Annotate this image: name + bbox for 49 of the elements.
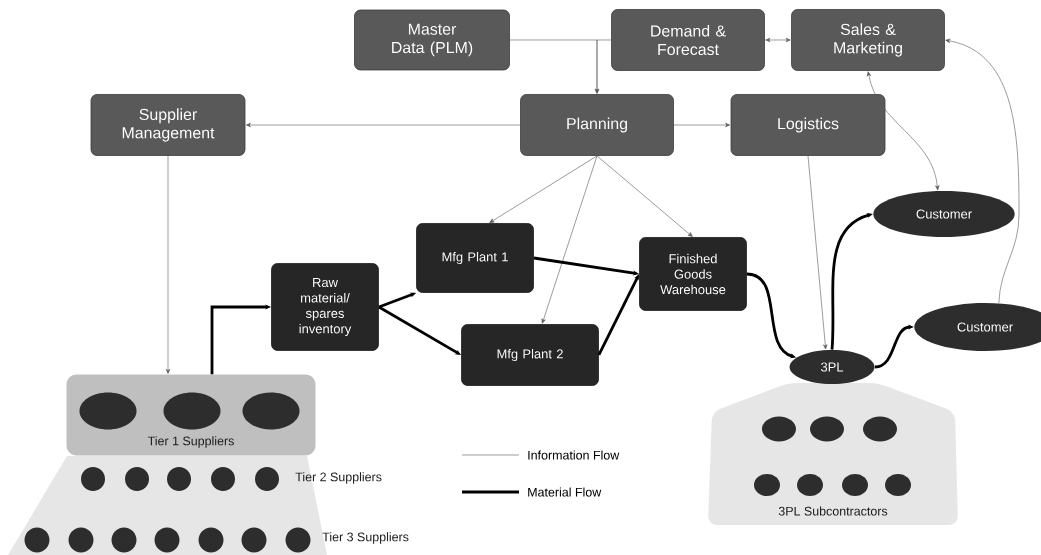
process-box: Master Data (PLM) <box>354 9 510 71</box>
process-box: Sales & Marketing <box>791 9 945 71</box>
process-box: Logistics <box>730 94 886 156</box>
supplier-ellipse <box>198 527 224 553</box>
process-box: Mfg Plant 2 <box>461 324 599 386</box>
arrow <box>245 122 521 128</box>
supplier-ellipse <box>211 467 235 491</box>
process-box: Raw material/ spares inventory <box>271 263 379 351</box>
arrow <box>866 71 940 191</box>
supplier-ellipse <box>797 474 823 496</box>
supplier-ellipse <box>167 467 191 491</box>
arrow <box>945 38 1020 304</box>
supplier-ellipse <box>242 392 300 430</box>
process-box: Finished Goods Warehouse <box>639 237 747 311</box>
supplier-ellipse <box>762 416 796 442</box>
supplier-ellipse <box>255 467 279 491</box>
arrow <box>597 274 640 356</box>
legend-label: Information Flow <box>528 450 620 460</box>
supplier-ellipse <box>79 392 137 430</box>
arrow <box>765 37 791 43</box>
supplier-ellipse <box>68 527 94 553</box>
supplier-ellipse <box>154 527 180 553</box>
supplier-ellipse <box>810 416 844 442</box>
process-box: Demand & Forecast <box>611 9 765 71</box>
supplier-ellipse <box>163 392 221 430</box>
supplier-ellipse <box>842 474 868 496</box>
arrow <box>541 155 598 324</box>
supplier-ellipse <box>241 527 267 553</box>
arrow <box>594 39 612 94</box>
process-box: Supplier Management <box>90 94 246 156</box>
arrow <box>489 155 598 223</box>
arrow <box>165 155 171 374</box>
supplier-ellipse <box>885 474 911 496</box>
supplier-ellipse <box>24 527 50 553</box>
arrow <box>807 155 828 350</box>
supplier-ellipse <box>125 467 149 491</box>
supplier-ellipse <box>81 467 105 491</box>
arrow <box>596 155 693 237</box>
arrow <box>874 324 914 369</box>
supplier-ellipse <box>754 474 780 496</box>
supplier-ellipse <box>285 527 311 553</box>
arrow <box>673 122 731 128</box>
legend-label: Material Flow <box>528 487 602 497</box>
node-label: Tier 3 Suppliers <box>322 532 409 544</box>
supplier-ellipse <box>111 527 137 553</box>
process-box: Mfg Plant 1 <box>416 223 534 293</box>
process-box: Planning <box>520 94 674 156</box>
arrow <box>830 213 873 350</box>
supplier-ellipse <box>863 416 897 442</box>
